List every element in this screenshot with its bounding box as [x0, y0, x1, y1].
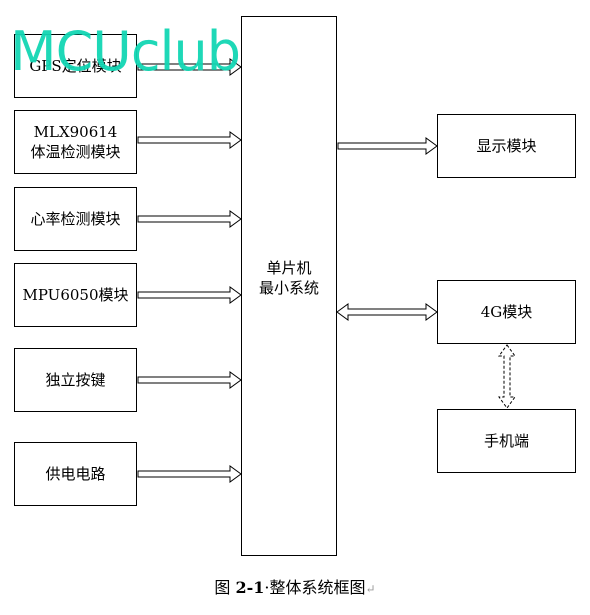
caption-title: 整体系统框图: [269, 578, 366, 597]
paragraph-mark-icon: ↵: [365, 582, 376, 596]
caption-separator: ·: [264, 578, 270, 597]
arrow-heart-to-mcu: [137, 210, 242, 228]
arrow-mpu-to-mcu: [137, 286, 242, 304]
arrow-keys-to-mcu: [137, 371, 242, 389]
display-module-box: 显示模块: [437, 114, 576, 178]
power-module-box: 供电电路: [14, 442, 137, 506]
caption-prefix: 图: [214, 578, 236, 597]
gps-module-label: GPS定位模块: [29, 57, 122, 75]
mlx90614-module-label: MLX90614 体温检测模块: [30, 123, 121, 161]
arrow-mcu-to-display: [337, 137, 438, 155]
keys-module-box: 独立按键: [14, 348, 137, 412]
figure-caption: 图 2-1·整体系统框图↵: [0, 574, 590, 598]
power-module-label: 供电电路: [45, 465, 106, 483]
arrow-gps-to-mcu: [137, 58, 242, 76]
caption-number: 2-1: [235, 578, 265, 597]
arrow-power-to-mcu: [137, 465, 242, 483]
mpu6050-module-label: MPU6050模块: [22, 286, 129, 304]
arrow-mcu-4g-bidirectional: [336, 303, 438, 321]
keys-module-label: 独立按键: [45, 371, 106, 389]
gps-module-box: GPS定位模块: [14, 34, 137, 98]
mcuclub-watermark: MCUclub: [10, 20, 241, 83]
4g-module-label: 4G模块: [480, 303, 533, 321]
mpu6050-module-box: MPU6050模块: [14, 263, 137, 327]
arrow-mlx-to-mcu: [137, 131, 242, 149]
mcu-system-label: 单片机 最小系统: [258, 259, 319, 297]
mcu-system-box: 单片机 最小系统: [241, 16, 337, 556]
heart-rate-module-box: 心率检测模块: [14, 187, 137, 251]
4g-module-box: 4G模块: [437, 280, 576, 344]
arrow-4g-phone-wireless: [498, 344, 516, 409]
mlx90614-module-box: MLX90614 体温检测模块: [14, 110, 137, 174]
display-module-label: 显示模块: [476, 137, 537, 155]
phone-box: 手机端: [437, 409, 576, 473]
phone-label: 手机端: [483, 432, 529, 450]
heart-rate-module-label: 心率检测模块: [30, 210, 121, 228]
